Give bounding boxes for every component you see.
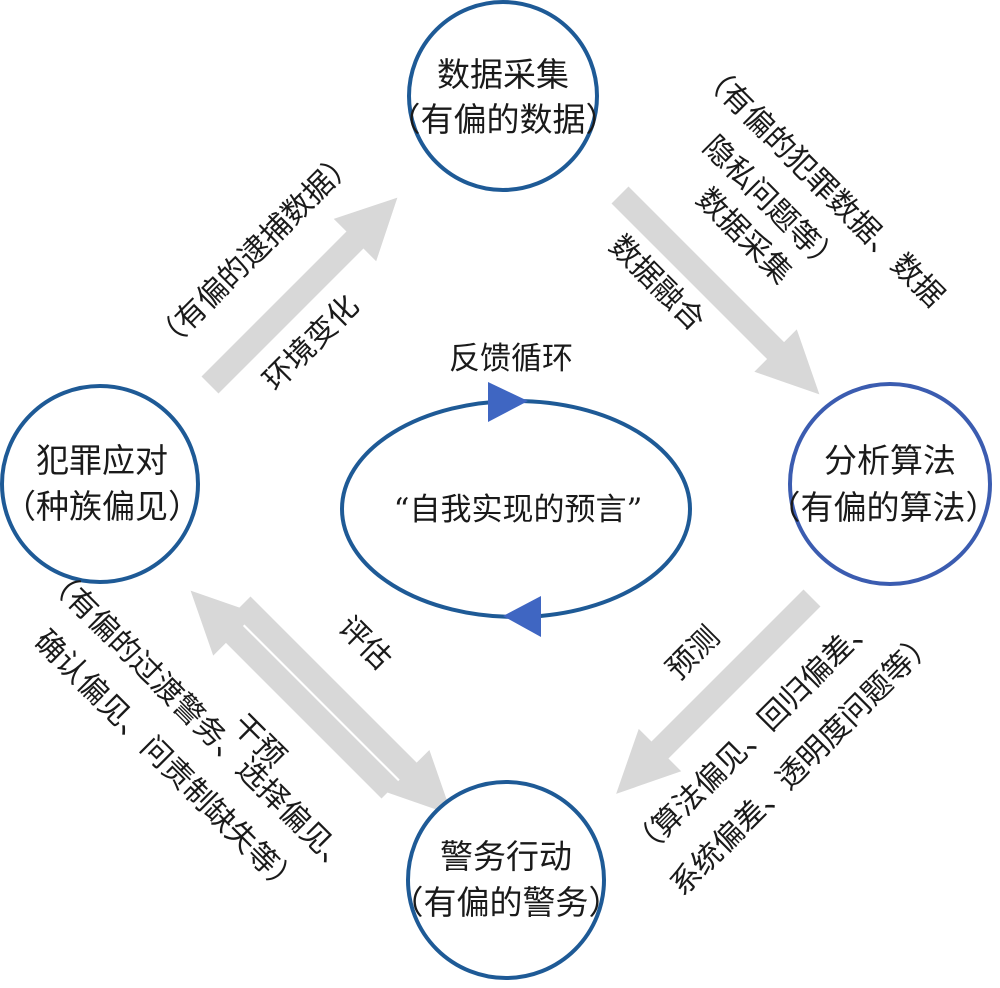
node-top-line1: 数据采集 — [437, 55, 569, 94]
node-circle-right — [788, 382, 992, 586]
node-bottom-line2: （有偏的警务） — [391, 883, 622, 922]
loop-arrowhead-top — [488, 382, 528, 422]
node-right-line2: （有偏的算法） — [768, 488, 999, 527]
node-top-line2: （有偏的数据） — [388, 100, 619, 139]
loop-arrowhead-bottom — [503, 596, 541, 637]
arrow-bottom-to-left — [190, 590, 399, 799]
node-bottom-line1: 警务行动 — [440, 837, 572, 876]
node-circle-top — [407, 0, 599, 192]
node-left-line1: 犯罪应对 — [36, 441, 168, 480]
self-fulfilling-prophecy-text: “自我实现的预言” — [394, 492, 643, 528]
feedback-loop-label: 反馈循环 — [449, 341, 573, 377]
edge-bl-inner-label: 评估 — [331, 610, 398, 677]
arrow-left-to-top — [201, 197, 398, 394]
node-circle-bottom — [406, 780, 606, 980]
node-right-line1: 分析算法 — [824, 441, 956, 480]
arrow-left-to-bottom — [233, 596, 453, 816]
node-circle-left — [0, 384, 200, 584]
arrow-top-to-right — [611, 186, 820, 395]
node-left-line2: （种族偏见） — [3, 487, 201, 526]
arrow-right-to-bottom — [616, 589, 821, 794]
edge-lt-inner-label: 环境变化 — [256, 288, 366, 398]
